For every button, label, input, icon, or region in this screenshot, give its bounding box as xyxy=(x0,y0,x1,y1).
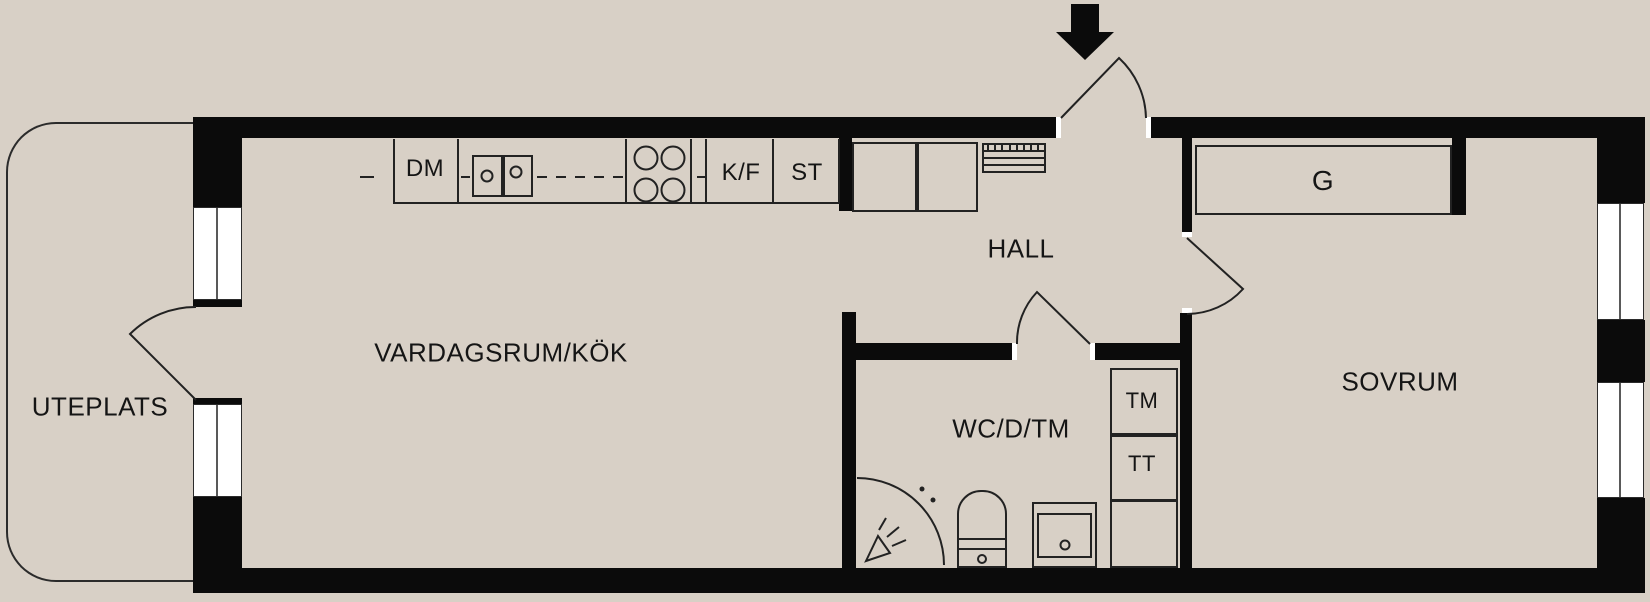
hall-wardrobe-1 xyxy=(852,142,917,212)
counter-divider xyxy=(705,139,707,204)
hat-rack-shelf xyxy=(982,164,1046,166)
entrance-jamb-left xyxy=(1056,117,1061,138)
window-left-2 xyxy=(193,404,242,497)
toilet-tank-line xyxy=(957,548,1007,550)
window-right-2 xyxy=(1597,382,1644,498)
shower-screen-hinge xyxy=(919,486,925,492)
bedroom-door-swing xyxy=(1186,237,1245,315)
sovrum-jamb-top xyxy=(1182,232,1192,237)
room-label-vardagsrum-kok: VARDAGSRUM/KÖK xyxy=(374,337,628,368)
wc-jamb-right xyxy=(1090,343,1095,360)
room-label-garderob: G xyxy=(1311,165,1335,196)
laundry-lower-box xyxy=(1110,500,1178,568)
window-right-1 xyxy=(1597,203,1644,320)
wall-wc-north-left xyxy=(856,343,1012,360)
counter-divider xyxy=(772,139,774,204)
room-label-hall: HALL xyxy=(987,233,1055,264)
counter-divider xyxy=(625,139,627,204)
label-dishwasher: DM xyxy=(405,155,445,182)
shower-screen xyxy=(856,477,945,566)
sink-bowl-left xyxy=(472,155,503,197)
sink-bowl-right xyxy=(503,155,533,197)
shower-screen-hinge xyxy=(930,497,936,503)
hat-rack-shelf xyxy=(982,157,1046,159)
entrance-arrow-head-icon xyxy=(1056,32,1114,60)
wall-right-lower xyxy=(1597,498,1645,593)
label-dryer: TT xyxy=(1128,451,1156,476)
wall-kitchen-stub xyxy=(839,138,852,211)
toilet xyxy=(957,490,1007,568)
wall-top-left xyxy=(193,117,1056,138)
hat-rack-shelf xyxy=(982,150,1046,152)
wall-wc-north-right xyxy=(1095,343,1182,360)
label-tall-cabinet: ST xyxy=(791,159,823,186)
counter-divider xyxy=(457,139,459,204)
wall-hall-sovrum-lower xyxy=(1180,313,1192,568)
wc-jamb-left xyxy=(1012,343,1017,360)
hall-wardrobe-2 xyxy=(917,142,978,212)
counter-divider xyxy=(690,139,692,204)
label-fridge-freezer: K/F xyxy=(721,159,761,186)
wall-left-upper xyxy=(193,117,242,207)
wall-closet-east xyxy=(1452,138,1466,215)
wall-left-lower xyxy=(193,497,242,568)
window-left-1 xyxy=(193,207,242,300)
kitchen-counter xyxy=(393,139,840,204)
wall-right-middle xyxy=(1597,320,1645,382)
wall-left-sill-1 xyxy=(193,300,242,307)
patio-outline xyxy=(6,122,193,582)
room-label-sovrum: SOVRUM xyxy=(1341,366,1459,397)
shower-spray-icon xyxy=(864,534,892,563)
sovrum-jamb-bottom xyxy=(1182,308,1192,313)
wall-bottom xyxy=(193,568,1645,593)
wall-top-right xyxy=(1151,117,1645,138)
washbasin-outer xyxy=(1032,502,1097,568)
entrance-door-swing xyxy=(1060,56,1147,119)
entrance-arrow-icon xyxy=(1071,4,1099,32)
wall-wc-west xyxy=(842,312,856,568)
room-label-wc-d-tm: WC/D/TM xyxy=(952,413,1070,444)
toilet-seat-line xyxy=(957,538,1007,540)
wc-door-swing xyxy=(1015,290,1091,345)
label-washing-machine: TM xyxy=(1125,388,1159,413)
entrance-jamb-right xyxy=(1146,117,1151,138)
room-label-uteplats: UTEPLATS xyxy=(31,391,169,422)
shower-spray-lines xyxy=(878,517,907,547)
washbasin-inner xyxy=(1037,513,1092,558)
wall-right-upper xyxy=(1597,117,1645,203)
wall-hall-sovrum-upper xyxy=(1182,138,1192,232)
